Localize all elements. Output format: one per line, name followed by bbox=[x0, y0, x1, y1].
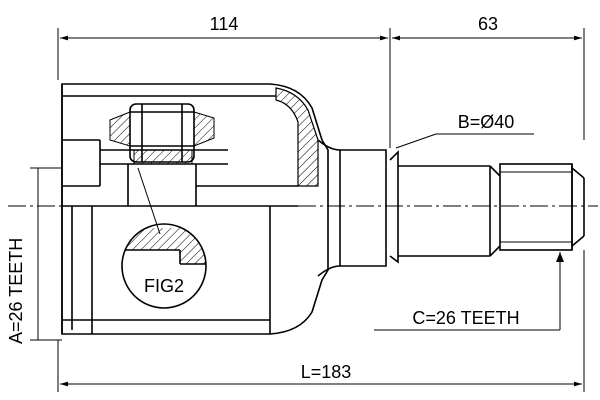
dimension-b bbox=[395, 133, 534, 149]
dimension-63-label: 63 bbox=[478, 14, 498, 34]
dimension-183 bbox=[57, 250, 585, 392]
fig2-label: FIG2 bbox=[144, 276, 184, 296]
dimension-b-label: B=Ø40 bbox=[458, 112, 515, 132]
dimension-63 bbox=[392, 28, 585, 140]
dimension-a-label: A=26 TEETH bbox=[6, 238, 26, 344]
dimension-c bbox=[374, 252, 564, 331]
dimension-a bbox=[30, 167, 62, 341]
dimension-c-label: C=26 TEETH bbox=[412, 308, 519, 328]
dimension-114-label: 114 bbox=[210, 14, 239, 34]
joint-housing bbox=[61, 83, 329, 335]
dimension-114 bbox=[57, 28, 391, 148]
dimension-183-label: L=183 bbox=[301, 362, 352, 382]
tripod-roller bbox=[109, 103, 215, 165]
detail-leader bbox=[137, 167, 161, 235]
fig2-detail bbox=[121, 223, 207, 309]
shaft-neck bbox=[317, 139, 387, 277]
output-shaft bbox=[389, 150, 585, 264]
